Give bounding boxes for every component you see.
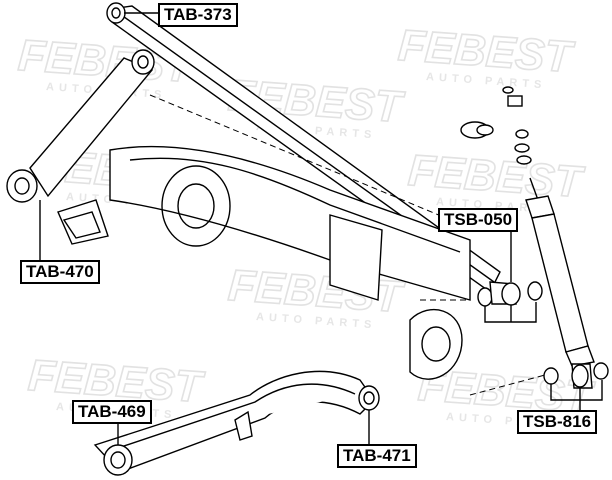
callout-tab-469: TAB-469 — [72, 400, 152, 424]
bracket — [57, 199, 109, 245]
callout-tsb-050: TSB-050 — [438, 208, 519, 232]
trailing-arm — [6, 49, 155, 203]
callout-tab-471: TAB-471 — [337, 444, 417, 468]
bushing-tsb816 — [543, 362, 609, 389]
callout-tab-373: TAB-373 — [158, 3, 238, 27]
svg-text:FEBEST: FEBEST — [397, 21, 577, 82]
shock-top-mount — [460, 86, 532, 165]
callout-tab-470: TAB-470 — [20, 260, 100, 284]
leader-lines — [39, 12, 603, 445]
axle-beam — [109, 145, 471, 380]
shock-absorber — [525, 177, 595, 367]
lower-arm — [93, 370, 380, 476]
bushing-tsb050 — [477, 281, 543, 307]
callout-tsb-816: TSB-816 — [517, 410, 598, 434]
reference-lines — [149, 94, 546, 396]
watermark-2: FEBEST AUTO PARTS — [396, 20, 577, 91]
svg-text:FEBEST: FEBEST — [407, 146, 587, 207]
